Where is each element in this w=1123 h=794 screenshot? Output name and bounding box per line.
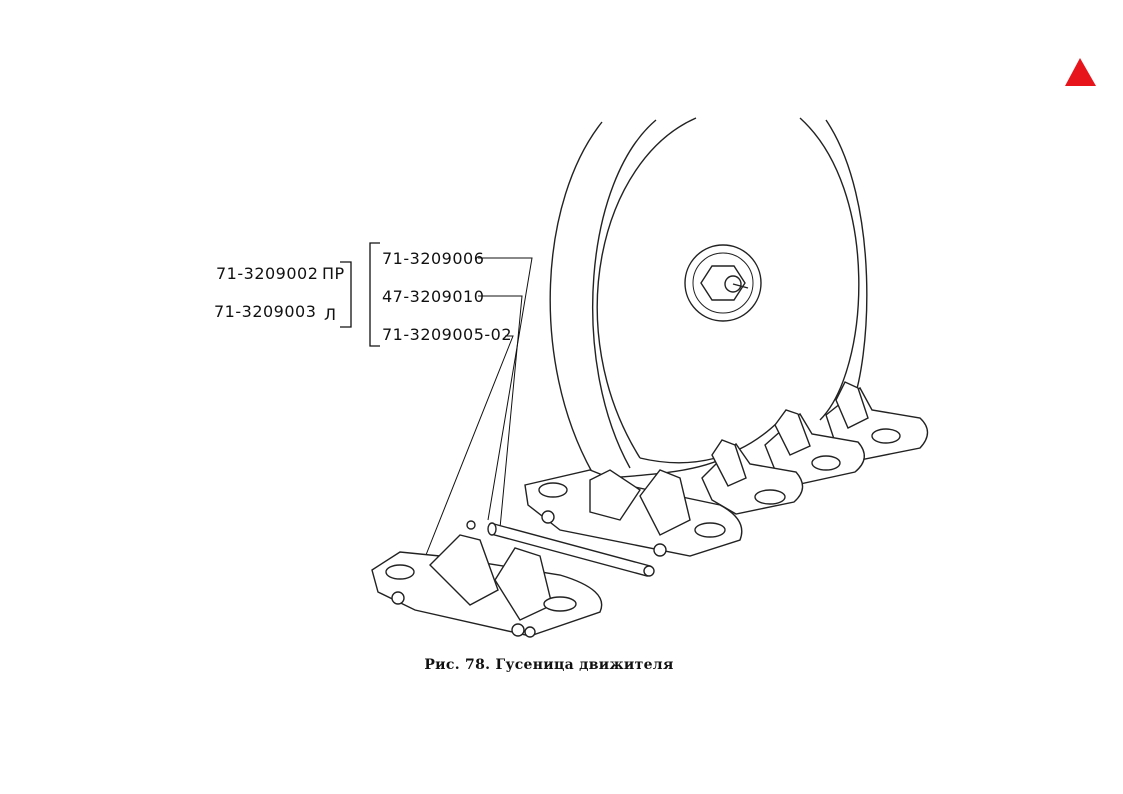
track-chain xyxy=(524,381,929,557)
drive-wheel xyxy=(549,117,868,479)
part-number-71-3209006: 71-3209006 xyxy=(382,249,485,268)
figure-caption: Рис. 78. Гусеница движителя xyxy=(0,657,1123,673)
track-pin xyxy=(466,520,655,577)
right-bracket xyxy=(369,242,380,347)
figure-caption-text: Рис. 78. Гусеница движителя xyxy=(424,657,674,673)
part-number-71-3209003: 71-3209003 xyxy=(214,302,317,321)
part-number-47-3209010: 47-3209010 xyxy=(382,287,485,306)
part-number-71-3209002: 71-3209002 xyxy=(216,264,319,283)
front-track-link xyxy=(371,534,603,638)
left-bracket xyxy=(340,261,352,328)
part-number-71-3209005-02: 71-3209005-02 xyxy=(382,325,513,344)
part-suffix-l: Л xyxy=(324,305,337,324)
red-triangle-icon xyxy=(1065,58,1096,86)
part-suffix-pr: ПР xyxy=(322,264,345,283)
leader-lines xyxy=(419,257,533,571)
